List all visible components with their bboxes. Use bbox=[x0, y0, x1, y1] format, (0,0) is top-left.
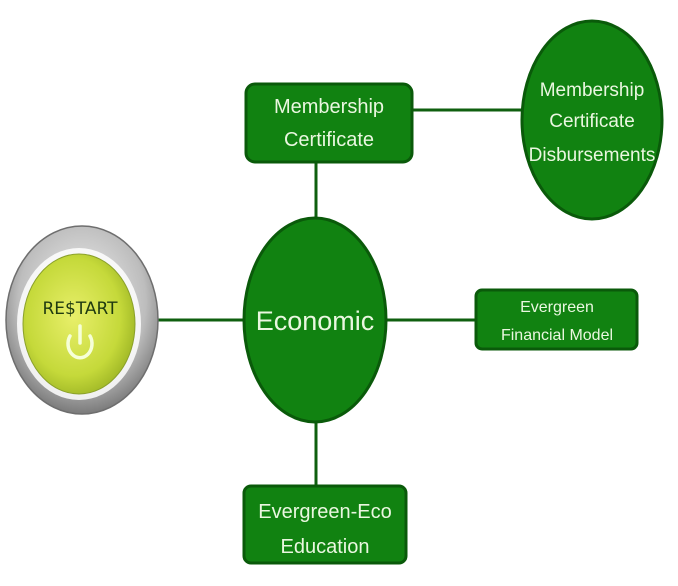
node-label-line: Evergreen-Eco bbox=[258, 501, 391, 523]
node-membership-certificate-disbursements[interactable]: Membership Certificate Disbursements bbox=[520, 19, 664, 221]
node-label-line: Membership bbox=[540, 80, 645, 101]
node-label-line: Financial Model bbox=[501, 327, 613, 344]
connectors bbox=[158, 108, 522, 486]
restart-face bbox=[22, 253, 136, 395]
center-node-label: Economic bbox=[256, 306, 375, 336]
node-evergreen-financial-model[interactable]: Evergreen Financial Model bbox=[474, 288, 639, 351]
node-membership-certificate[interactable]: Membership Certificate bbox=[244, 82, 414, 164]
node-label-line: Education bbox=[281, 536, 370, 558]
restart-label: RE$TART bbox=[42, 299, 118, 319]
node-label-line: Membership bbox=[274, 96, 384, 118]
node-label-line: Disbursements bbox=[529, 145, 656, 166]
node-label-line: Certificate bbox=[284, 129, 374, 151]
node-label-line: Evergreen bbox=[520, 299, 594, 316]
restart-button[interactable]: RE$TART bbox=[5, 225, 159, 415]
center-node-economic[interactable]: Economic bbox=[242, 216, 388, 424]
power-icon bbox=[66, 324, 94, 360]
node-evergreen-eco-education[interactable]: Evergreen-Eco Education bbox=[242, 484, 408, 565]
node-label-line: Certificate bbox=[549, 111, 635, 132]
